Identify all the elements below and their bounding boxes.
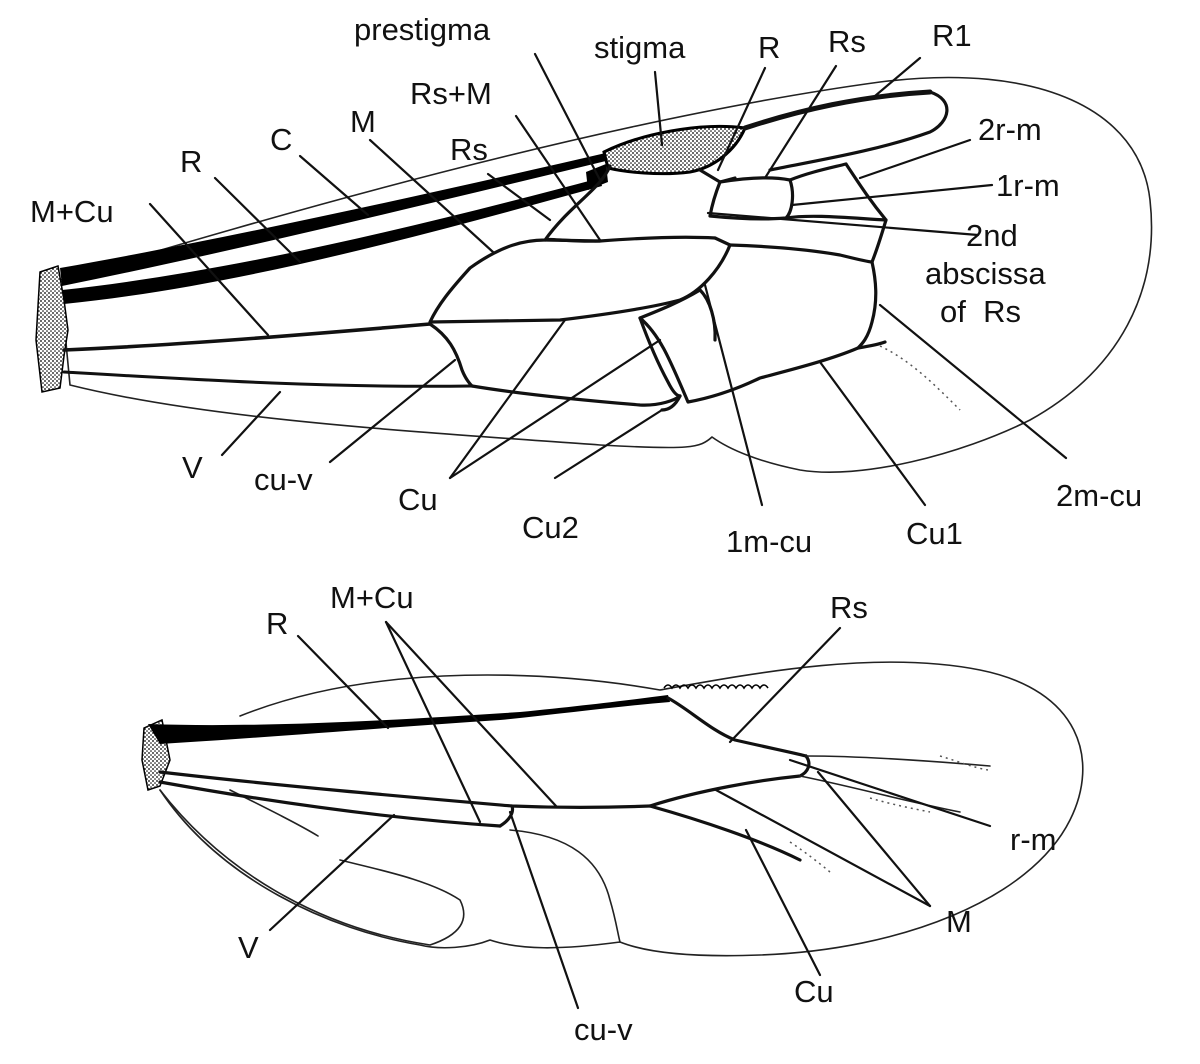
costal-vein — [60, 152, 610, 286]
forewing-faint-vein — [879, 345, 961, 411]
forewing-base-sclerite — [35, 265, 69, 393]
label-abscissa-3: of Rs — [940, 294, 1021, 329]
forewing-leaders — [148, 52, 1068, 507]
label-hind-v: V — [238, 930, 259, 965]
forewing-outline — [59, 76, 1153, 473]
hindwing-rs-distal — [805, 755, 991, 767]
hindwing-vein-r — [148, 695, 670, 744]
vein-2r-m — [844, 162, 888, 264]
radius-vein — [62, 178, 602, 304]
vein-cu1-extension — [856, 340, 887, 350]
hamuli — [663, 684, 769, 690]
prestigma-mark — [586, 164, 608, 190]
label-rs-left: Rs — [450, 132, 488, 167]
label-m: M — [350, 104, 376, 139]
forewing: prestigma stigma R Rs R1 Rs+M M Rs C R M… — [30, 12, 1153, 559]
vein-r1 — [742, 89, 933, 131]
vein-rs-submarginal — [543, 164, 717, 243]
label-rs-top: Rs — [828, 24, 866, 59]
hindwing-jugal-lobe — [159, 789, 465, 946]
label-2m-cu: 2m-cu — [1056, 478, 1142, 513]
marginal-cell — [768, 90, 949, 172]
hindwing-vein-v — [158, 780, 502, 828]
vein-cu-basal — [428, 322, 474, 388]
label-hind-r: R — [266, 606, 288, 641]
label-stigma: stigma — [594, 30, 686, 65]
hindwing-inner-fold — [509, 829, 621, 943]
label-hind-m: M — [946, 904, 972, 939]
hindwing-vein-m-cu — [158, 770, 652, 810]
label-cu-v: cu-v — [254, 462, 313, 497]
label-abscissa-1: 2nd — [966, 218, 1018, 253]
submarginal-cell-1 — [708, 176, 795, 221]
hindwing-faint-vein-2 — [789, 841, 831, 873]
hindwing-faint-vein-3 — [869, 797, 931, 813]
label-abscissa-2: abscissa — [925, 256, 1046, 291]
label-hind-cu-v: cu-v — [574, 1012, 633, 1047]
label-cu2: Cu2 — [522, 510, 579, 545]
label-r-vein: R — [180, 144, 202, 179]
vein-cu2-loop — [638, 316, 682, 412]
submarginal-cell-2 — [784, 162, 888, 222]
hindwing-leaders — [268, 620, 992, 1010]
label-rs-m: Rs+M — [410, 76, 492, 111]
label-r: R — [758, 30, 780, 65]
label-hind-m-cu: M+Cu — [330, 580, 414, 615]
label-cu: Cu — [398, 482, 438, 517]
label-1m-cu: 1m-cu — [726, 524, 812, 559]
vein-m-cu — [62, 322, 432, 352]
label-r1: R1 — [932, 18, 972, 53]
subdiscal-cell — [638, 260, 878, 404]
hindwing-vein-cu — [648, 804, 802, 862]
hindwing: R M+Cu Rs r-m M Cu V cu-v — [141, 580, 1084, 1047]
vein-cu — [470, 384, 682, 407]
label-hind-rs: Rs — [830, 590, 868, 625]
label-m-cu: M+Cu — [30, 194, 114, 229]
label-c: C — [270, 122, 292, 157]
label-hind-r-m: r-m — [1010, 822, 1056, 857]
label-hind-cu: Cu — [794, 974, 834, 1009]
label-prestigma: prestigma — [354, 12, 491, 47]
label-cu1: Cu1 — [906, 516, 963, 551]
hindwing-outline — [159, 661, 1084, 957]
hindwing-m-distal — [799, 775, 961, 813]
discal-cell — [428, 236, 732, 324]
label-2r-m: 2r-m — [978, 112, 1042, 147]
label-1r-m: 1r-m — [996, 168, 1060, 203]
vein-v — [62, 370, 474, 388]
vein-2nd-abscissa-rs — [728, 243, 874, 264]
stigma — [602, 124, 748, 176]
hindwing-vein-rs — [666, 696, 808, 758]
label-v: V — [182, 450, 203, 485]
